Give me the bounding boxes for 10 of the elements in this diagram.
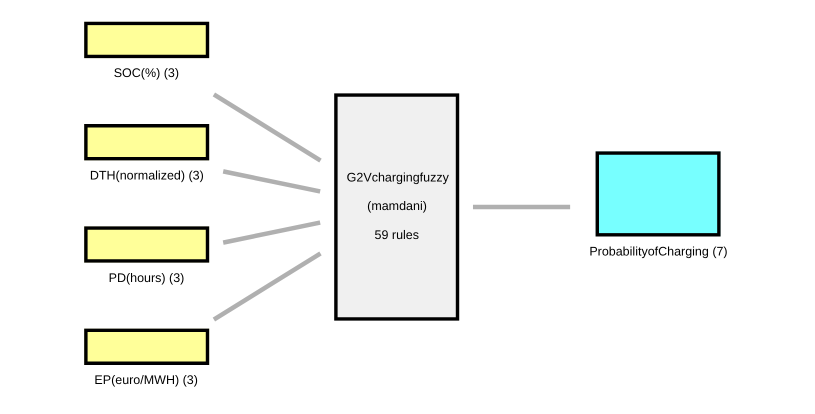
node-label: ProbabilityofCharging (7) [589, 244, 728, 259]
node-label: SOC(%) (3) [114, 66, 180, 80]
node-label: PD(hours) (3) [108, 270, 184, 285]
connector [212, 252, 322, 322]
connector [222, 220, 321, 245]
connector [222, 169, 321, 194]
connector [212, 92, 322, 162]
node-label: EP(euro/MWH) (3) [94, 373, 198, 388]
node-label: DTH(normalized) (3) [90, 168, 204, 182]
connector [472, 204, 570, 210]
